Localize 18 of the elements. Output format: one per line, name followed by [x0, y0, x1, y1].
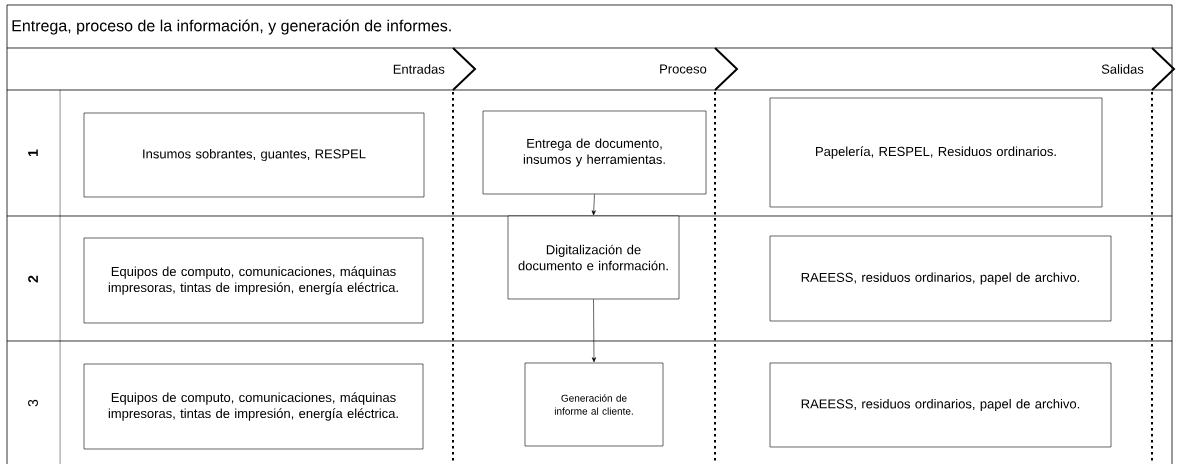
- phase-label: Salidas: [1101, 64, 1144, 74]
- arrow: [591, 194, 596, 216]
- process-box: RAEESS, residuos ordinarios, papel de archivo.: [769, 235, 1112, 322]
- process-box: Generación de informe al cliente.: [524, 362, 664, 447]
- row-number: 3: [28, 399, 38, 407]
- process-box: Equipos de computo, comunicaciones, máquinas impresoras, tintas de impresión, energía eléctrica.: [83, 237, 424, 324]
- process-box: RAEESS, residuos ordinarios, papel de archivo.: [769, 362, 1112, 448]
- phase-label: Entradas: [393, 64, 445, 74]
- process-box: Digitalización de documento e información.: [507, 215, 680, 300]
- process-box: Equipos de computo, comunicaciones, máquinas impresoras, tintas de impresión, energía eléctrica.: [83, 363, 424, 450]
- arrow: [591, 299, 597, 363]
- row-number: 2: [28, 275, 38, 283]
- process-box: Insumos sobrantes, guantes, RESPEL: [83, 112, 425, 198]
- phase-label: Proceso: [660, 64, 707, 74]
- process-box: Papelería, RESPEL, Residuos ordinarios.: [769, 97, 1103, 208]
- row-number: 1: [28, 149, 38, 156]
- table-heading: Entrega, proceso de la información, y generación de informes.: [12, 19, 451, 35]
- process-box: Entrega de documento, insumos y herramientas.: [482, 110, 707, 195]
